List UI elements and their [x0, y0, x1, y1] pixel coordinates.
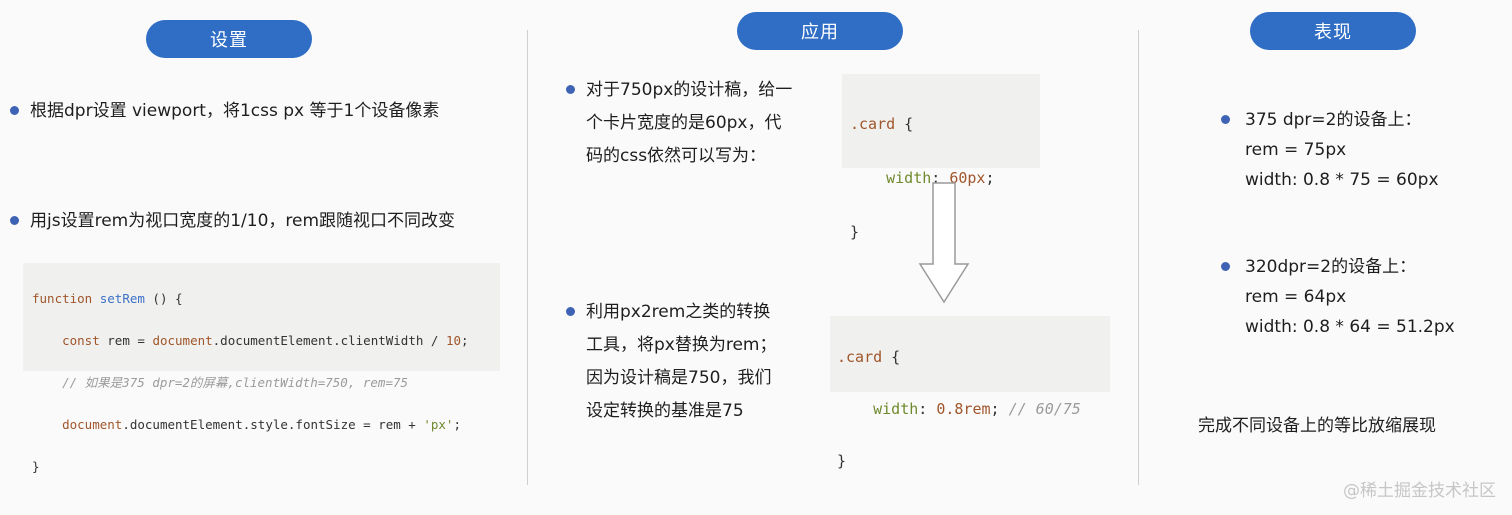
code-number: 10	[445, 333, 462, 348]
application-bullet-design-line: 码的css依然可以写为：	[586, 146, 767, 166]
performance-item-375-width: width: 0.8 * 75 = 60px	[1245, 170, 1439, 190]
application-bullet-px2rem-line: 设定转换的基准是75	[586, 401, 744, 421]
card-css-code-block: .card { width: 60px; }	[842, 74, 1040, 241]
bullet-dot	[10, 216, 19, 225]
performance-item-375-rem: rem = 75px	[1245, 140, 1347, 160]
application-bullet-px2rem-line: 因为设计稿是750，我们	[586, 368, 772, 388]
code-comment: // 如果是375 dpr=2的屏幕,clientWidth=750, rem=…	[62, 375, 409, 390]
settings-bullet-rem: 用js设置rem为视口宽度的1/10，rem跟随视口不同改变	[10, 206, 456, 237]
code-text: {	[882, 348, 901, 366]
application-header: 应用	[737, 12, 903, 50]
code-property: width	[873, 400, 919, 418]
code-text: :	[931, 169, 950, 187]
application-bullet-px2rem-line: 工具，将px替换为rem；	[586, 335, 777, 355]
code-object: document	[152, 333, 213, 348]
code-line: width: 0.8rem; // 60/75	[837, 396, 1103, 422]
watermark: @稀土掘金技术社区	[1343, 481, 1496, 501]
performance-item-320: 320dpr=2的设备上： rem = 64px width: 0.8 * 64…	[1221, 252, 1455, 342]
settings-bullet-rem-text: 用js设置rem为视口宽度的1/10，rem跟随视口不同改变	[30, 211, 456, 231]
code-text: .documentElement.clientWidth /	[212, 333, 446, 348]
code-comment: // 60/75	[999, 400, 1081, 418]
code-text: () {	[144, 291, 183, 306]
performance-item-320-rem: rem = 64px	[1245, 287, 1347, 307]
code-value: 0.8rem	[936, 400, 991, 418]
code-text: ;	[985, 169, 995, 187]
code-line: // 如果是375 dpr=2的屏幕,clientWidth=750, rem=…	[32, 372, 491, 393]
bullet-dot	[1221, 262, 1230, 271]
bullet-dot	[10, 106, 19, 115]
column-divider-right	[1138, 30, 1139, 485]
code-line: .card {	[850, 111, 1032, 138]
settings-bullet-viewport-text: 根据dpr设置 viewport，将1css px 等于1个设备像素	[30, 101, 440, 121]
bullet-dot	[1221, 115, 1230, 124]
code-line: width: 60px;	[850, 165, 1032, 192]
code-string: 'px'	[423, 417, 454, 432]
application-bullet-design: 对于750px的设计稿，给一 个卡片宽度的是60px，代 码的css依然可以写为…	[566, 74, 793, 173]
performance-item-375-title: 375 dpr=2的设备上：	[1245, 110, 1422, 130]
code-object: document	[62, 417, 123, 432]
card-rem-code-block: .card { width: 0.8rem; // 60/75 }	[830, 316, 1110, 470]
code-keyword: const	[62, 333, 100, 348]
application-bullet-px2rem-line: 利用px2rem之类的转换	[586, 302, 771, 322]
application-bullet-design-line: 个卡片宽度的是60px，代	[586, 113, 782, 133]
code-keyword: function	[32, 291, 93, 306]
bullet-dot	[566, 307, 575, 316]
code-text: .documentElement.style.fontSize = rem +	[122, 417, 424, 432]
code-text: {	[895, 115, 914, 133]
settings-header: 设置	[146, 20, 312, 58]
code-line: }	[850, 223, 860, 241]
code-selector: .card	[837, 348, 883, 366]
performance-item-375: 375 dpr=2的设备上： rem = 75px width: 0.8 * 7…	[1221, 105, 1439, 195]
code-text: ;	[990, 400, 1000, 418]
code-function-name: setRem	[99, 291, 145, 306]
code-property: width	[886, 169, 932, 187]
bullet-dot	[566, 85, 575, 94]
code-line: const rem = document.documentElement.cli…	[32, 330, 491, 351]
code-text: :	[918, 400, 937, 418]
setrem-code-block: function setRem () { const rem = documen…	[23, 263, 500, 474]
performance-conclusion: 完成不同设备上的等比放缩展现	[1198, 416, 1436, 436]
down-arrow-icon	[918, 182, 970, 304]
code-line: function setRem () {	[32, 288, 491, 309]
application-bullet-px2rem: 利用px2rem之类的转换 工具，将px替换为rem； 因为设计稿是750，我们…	[566, 296, 777, 428]
code-line: .card {	[837, 344, 1103, 370]
column-divider-left	[527, 30, 528, 485]
code-line: }	[837, 452, 847, 470]
performance-item-320-width: width: 0.8 * 64 = 51.2px	[1245, 317, 1455, 337]
code-line: document.documentElement.style.fontSize …	[32, 414, 491, 435]
code-line: }	[32, 459, 40, 474]
code-selector: .card	[850, 115, 896, 133]
code-text: rem =	[99, 333, 153, 348]
settings-bullet-viewport: 根据dpr设置 viewport，将1css px 等于1个设备像素	[10, 96, 440, 127]
code-text: ;	[453, 417, 461, 432]
performance-item-320-title: 320dpr=2的设备上：	[1245, 257, 1417, 277]
code-value: 60px	[949, 169, 986, 187]
code-text: ;	[461, 333, 469, 348]
performance-header: 表现	[1250, 12, 1416, 50]
application-bullet-design-line: 对于750px的设计稿，给一	[586, 80, 793, 100]
